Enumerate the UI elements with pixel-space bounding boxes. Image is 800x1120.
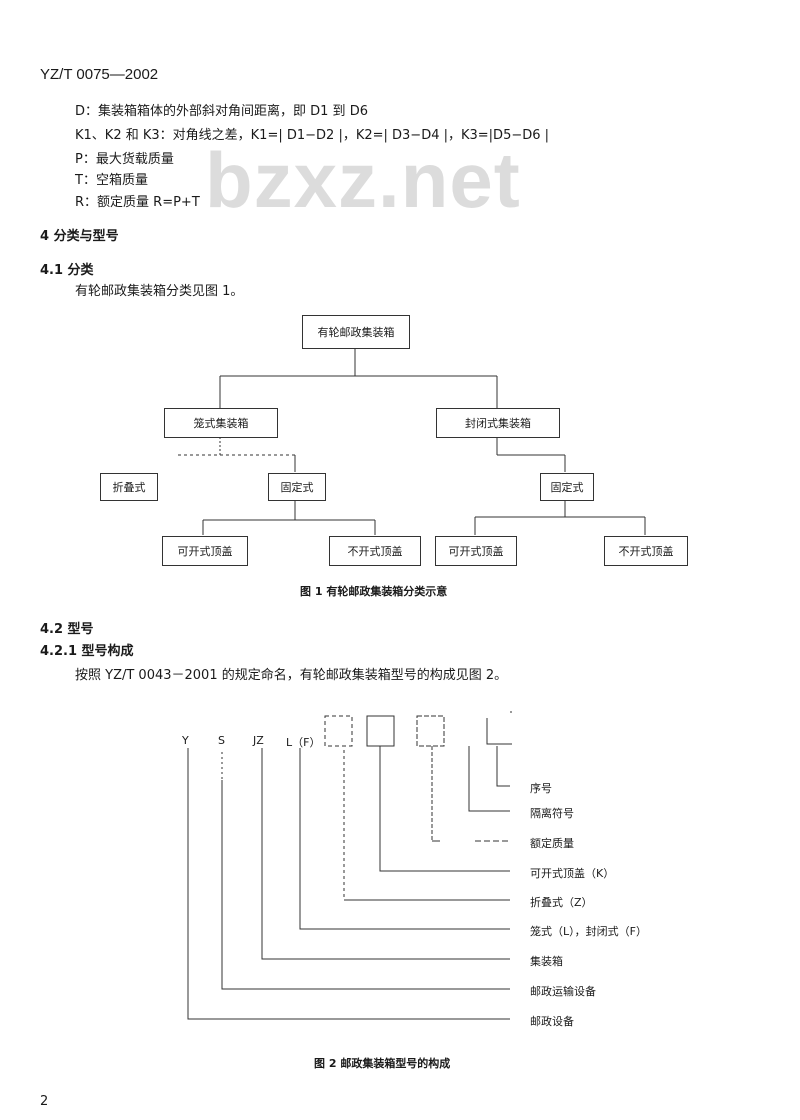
label-open-top: 可开式顶盖（K） [530, 867, 615, 880]
figure1-caption: 图 1 有轮邮政集装箱分类示意 [300, 585, 448, 598]
node-nonopen-top-right: 不开式顶盖 [604, 536, 688, 566]
code-s: S [218, 734, 225, 747]
definition-r: R：额定质量 R=P+T [75, 195, 200, 210]
label-postal-transport: 邮政运输设备 [530, 985, 596, 998]
label-rated-mass: 额定质量 [530, 837, 574, 850]
definition-p: P：最大货载质量 [75, 152, 174, 167]
section-4-1-heading: 4.1 分类 [40, 263, 94, 278]
section-4-2-1-text: 按照 YZ/T 0043－2001 的规定命名，有轮邮政集装箱型号的构成见图 2… [75, 668, 508, 683]
node-folding: 折叠式 [100, 473, 158, 501]
section-4-1-text: 有轮邮政集装箱分类见图 1。 [75, 284, 244, 299]
node-nonopen-top-left: 不开式顶盖 [329, 536, 421, 566]
label-folding: 折叠式（Z） [530, 896, 593, 909]
section-4-heading: 4 分类与型号 [40, 229, 119, 244]
label-separator: 隔离符号 [530, 807, 574, 820]
node-cage-container: 笼式集装箱 [164, 408, 278, 438]
node-root: 有轮邮政集装箱 [302, 315, 410, 349]
page-number: 2 [40, 1094, 49, 1109]
label-container: 集装箱 [530, 955, 563, 968]
definition-k: K1、K2 和 K3：对角线之差，K1=| D1−D2 |，K2=| D3−D4… [75, 128, 550, 143]
node-closed-container: 封闭式集装箱 [436, 408, 560, 438]
code-lf: L（F） [286, 736, 321, 749]
definition-d: D：集装箱箱体的外部斜对角间距离，即 D1 到 D6 [75, 104, 368, 119]
watermark: bzxz.net [205, 136, 521, 224]
node-fixed-right: 固定式 [540, 473, 594, 501]
label-postal-equipment: 邮政设备 [530, 1015, 574, 1028]
figure2-caption: 图 2 邮政集装箱型号的构成 [314, 1057, 451, 1070]
section-4-2-heading: 4.2 型号 [40, 622, 94, 637]
section-4-2-1-heading: 4.2.1 型号构成 [40, 644, 134, 659]
document-header: YZ/T 0075—2002 [40, 66, 159, 83]
definition-t: T：空箱质量 [75, 173, 148, 188]
node-open-top-right: 可开式顶盖 [435, 536, 517, 566]
label-cage-closed: 笼式（L），封闭式（F） [530, 925, 647, 938]
node-fixed-left: 固定式 [268, 473, 326, 501]
code-y: Y [182, 734, 189, 747]
node-open-top-left: 可开式顶盖 [162, 536, 248, 566]
label-serial-number: 序号 [530, 782, 552, 795]
code-jz: JZ [253, 734, 264, 747]
